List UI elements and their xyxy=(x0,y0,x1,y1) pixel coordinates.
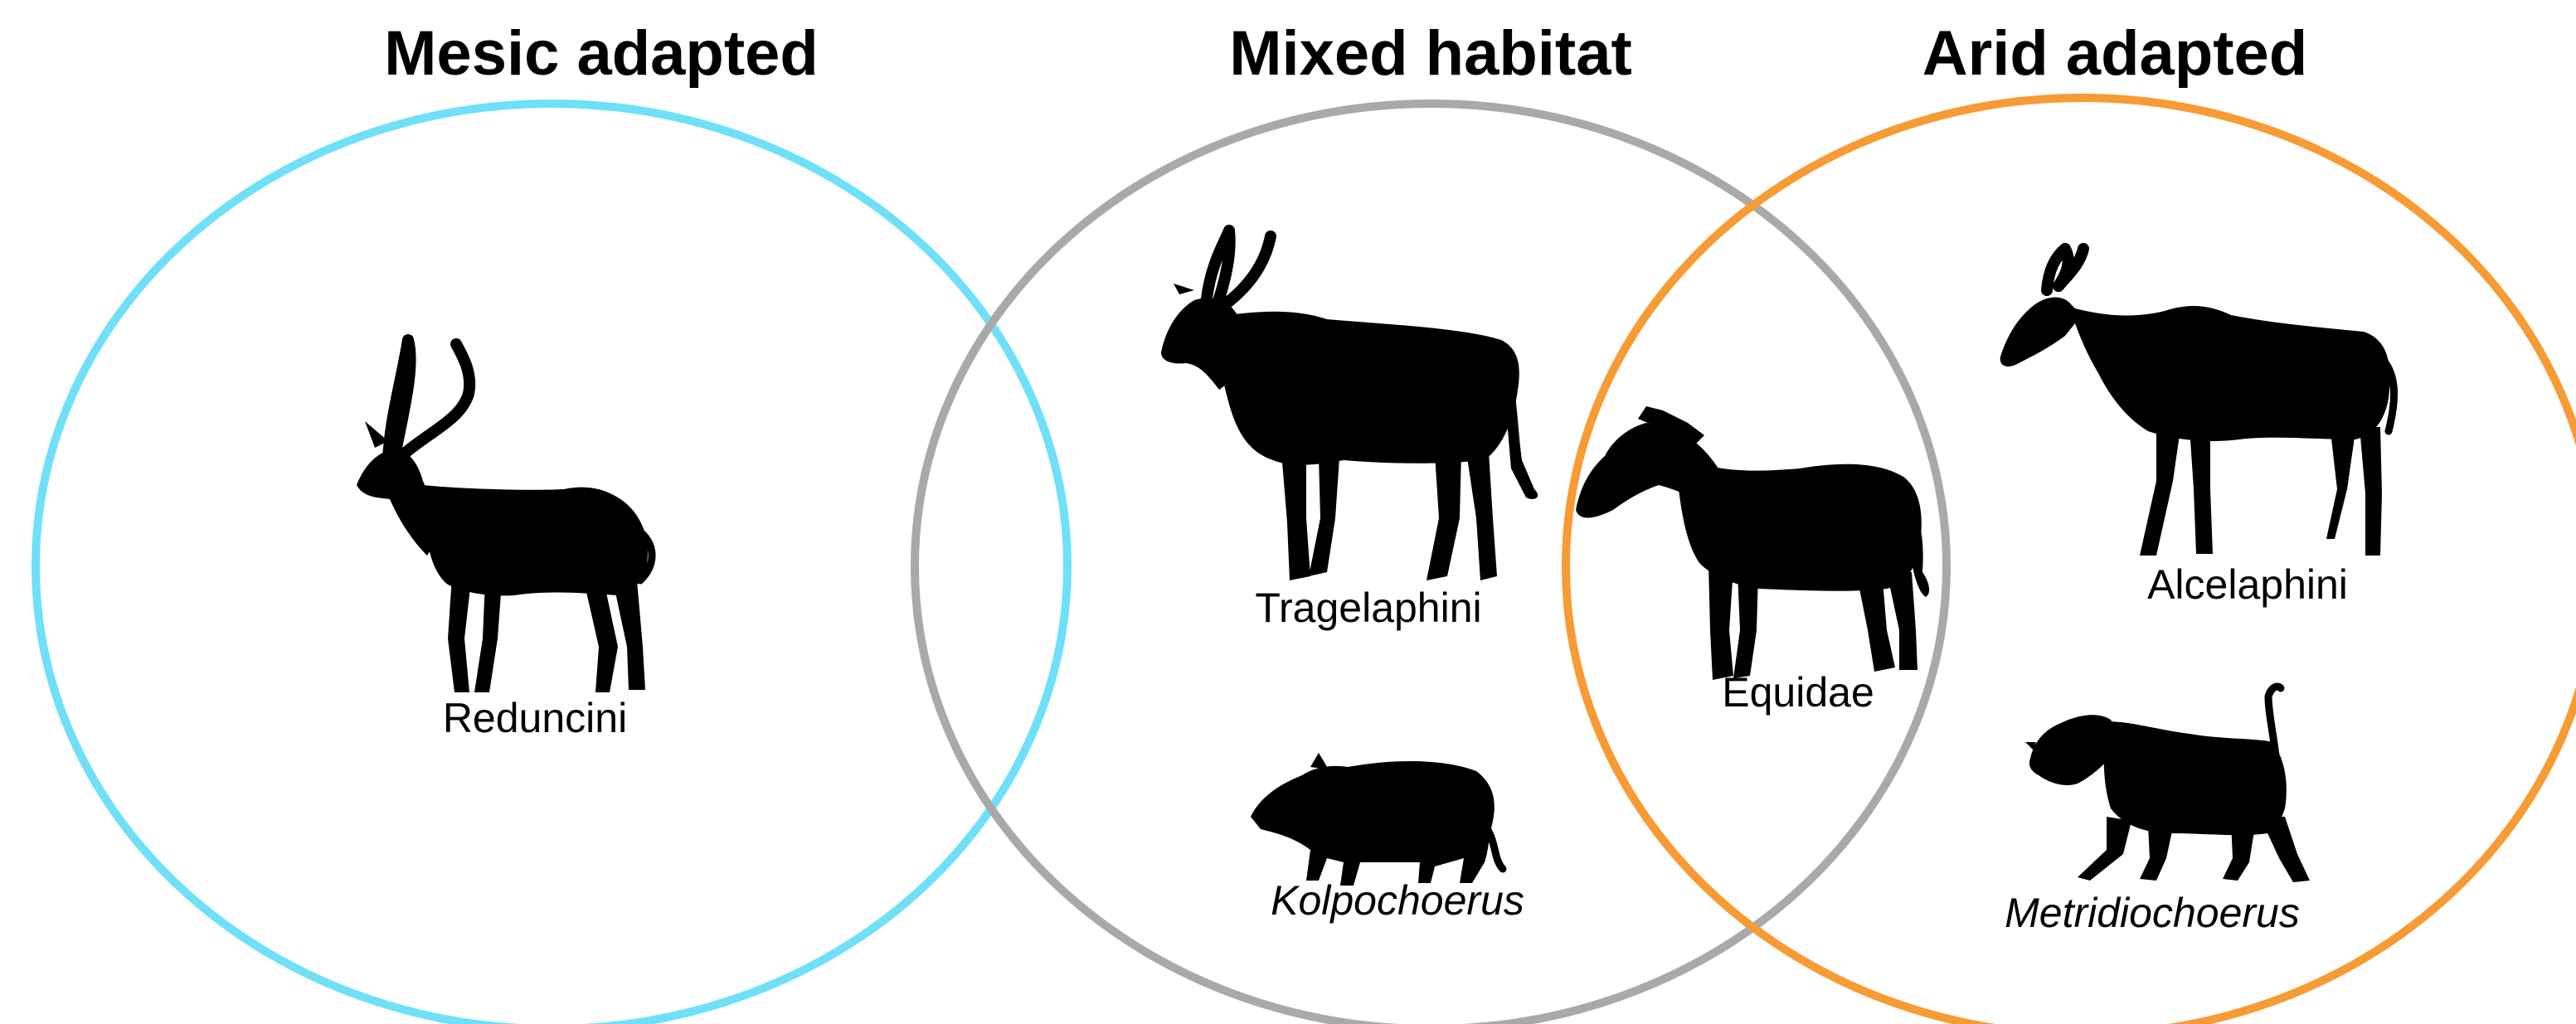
mesic-title: Mesic adapted xyxy=(384,18,819,89)
zebra-icon xyxy=(1576,406,1929,680)
alcelaphini-label: Alcelaphini xyxy=(2147,561,2348,608)
antelope-icon xyxy=(357,340,652,692)
mixed-title: Mixed habitat xyxy=(1229,18,1632,89)
hartebeest-icon xyxy=(2000,249,2394,556)
tragelaphini-label: Tragelaphini xyxy=(1255,585,1481,631)
metridiochoerus-label: Metridiochoerus xyxy=(2005,890,2300,936)
reduncini-label: Reduncini xyxy=(443,695,627,741)
kolpochoerus-label: Kolpochoerus xyxy=(1271,877,1524,924)
arid-title: Arid adapted xyxy=(1922,18,2308,89)
pig-icon xyxy=(1251,753,1503,886)
equidae-label: Equidae xyxy=(1722,669,1874,716)
eland-icon xyxy=(1161,231,1538,580)
warthog-icon xyxy=(2025,687,2310,882)
